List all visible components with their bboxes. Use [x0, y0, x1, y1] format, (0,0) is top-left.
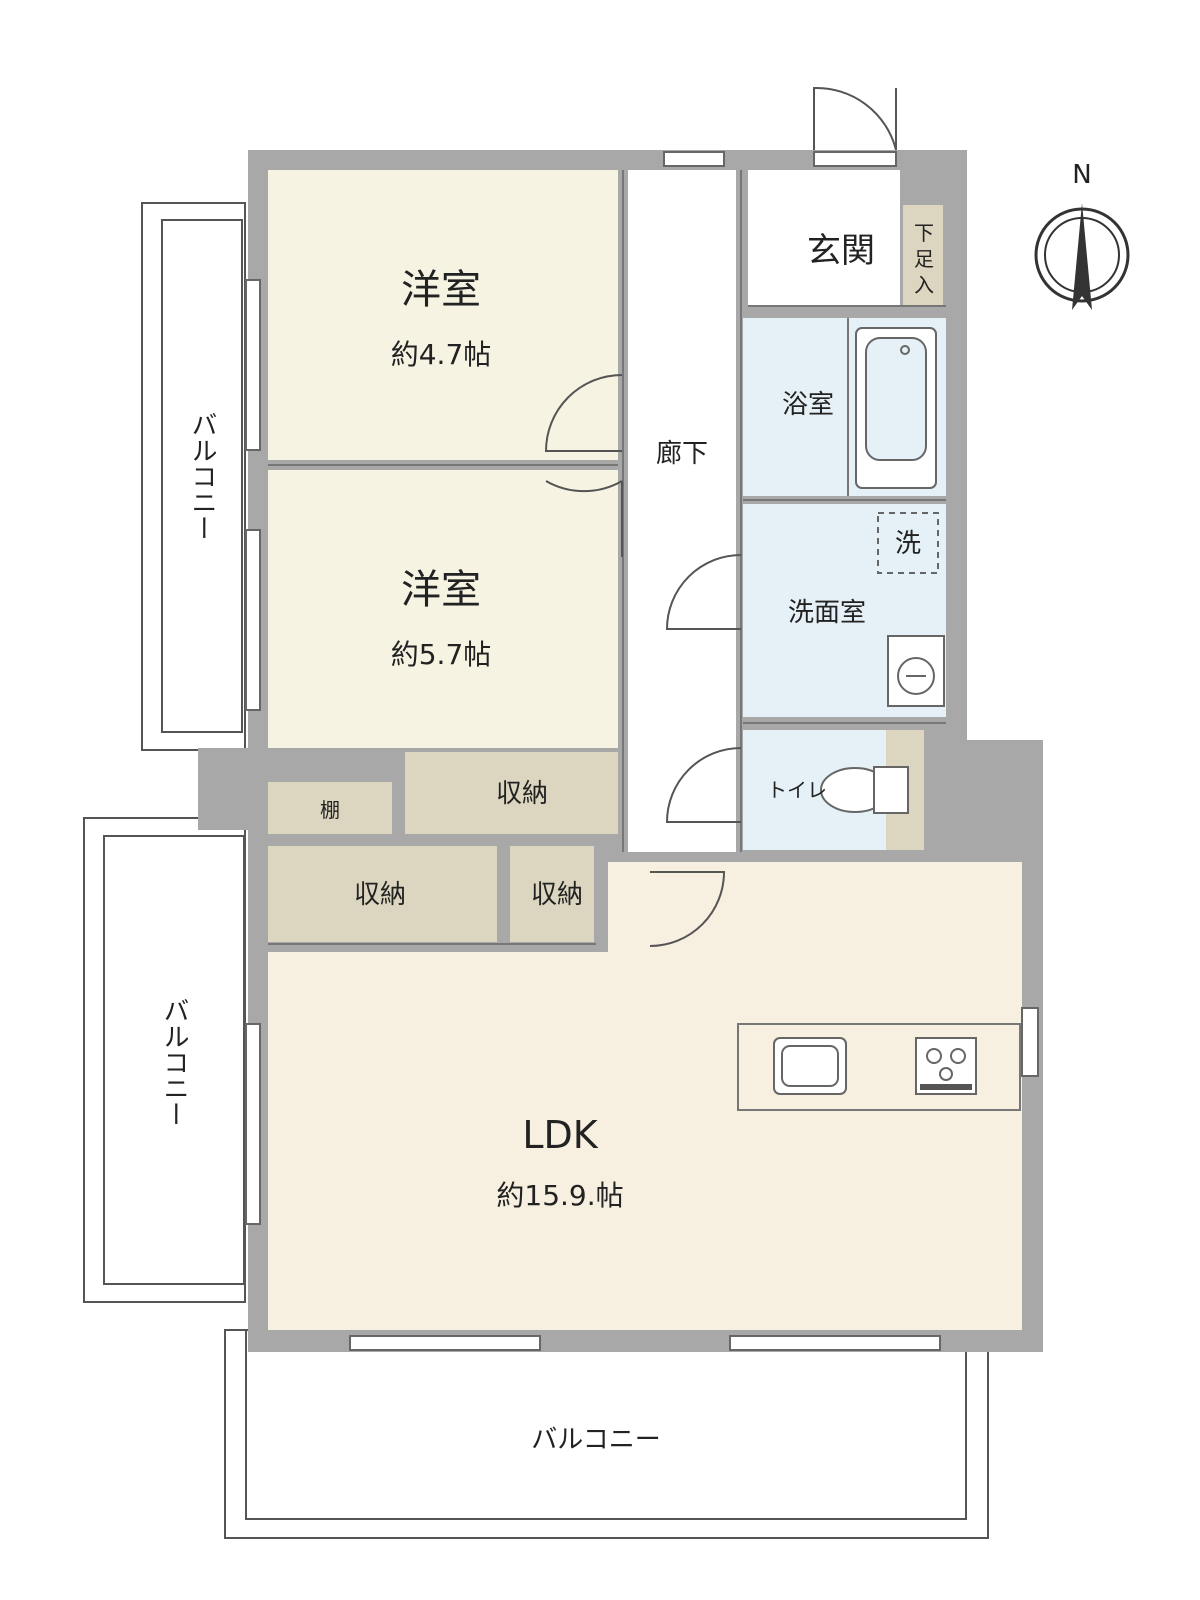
entrance-door: [813, 86, 897, 151]
storage-lower-right-fill: [510, 846, 594, 942]
balcony-upper: [141, 202, 246, 751]
toilet-label: トイレ: [767, 778, 827, 802]
ldk-fill: [268, 862, 1022, 1330]
kitchen-sink-icon: [773, 1037, 847, 1095]
storage-upper-fill: [405, 752, 618, 834]
western-room-2-area: 約5.7帖: [391, 638, 492, 671]
shoe-box-label-1: 下: [914, 221, 934, 245]
balcony-middle-inner: [103, 835, 245, 1285]
stove-icon: [915, 1037, 977, 1095]
western-room-1-fill: [268, 170, 618, 460]
western1-door: [544, 374, 623, 452]
storage-lower-left-fill: [268, 846, 497, 942]
wash-basin-icon: [887, 635, 945, 707]
washroom-door: [665, 554, 742, 630]
balcony-middle-label: バルコニー: [159, 997, 189, 1127]
shelf-label: 棚: [320, 798, 340, 822]
hallway-fill: [628, 170, 736, 852]
windows: [245, 151, 1039, 1351]
toilet-door: [665, 747, 742, 823]
toilet-bowl-icon: [820, 766, 909, 814]
balcony-bottom-label: バルコニー: [531, 1425, 660, 1455]
entrance-label: 玄関: [807, 231, 875, 271]
storage-upper-label: 収納: [496, 779, 548, 809]
ldk-name: LDK: [522, 1113, 598, 1157]
storage-lower-right-label: 収納: [531, 880, 583, 910]
room-labels: 洋室 約4.7帖 洋室 約5.7帖 玄関 下 足 入 廊下 浴室 洗 洗面室 ト…: [320, 221, 934, 1212]
western-room-1-area: 約4.7帖: [391, 338, 492, 371]
western-room-2-fill: [268, 470, 618, 748]
ldk-area: 約15.9.帖: [496, 1179, 623, 1212]
balcony-upper-inner: [161, 219, 243, 733]
bathtub-icon: [855, 327, 937, 489]
ldk-door: [649, 871, 726, 947]
shoe-box-label-2: 足: [914, 247, 934, 271]
bath-label: 浴室: [782, 390, 834, 420]
balcony-upper-label: バルコニー: [187, 411, 217, 541]
room-fills: [268, 170, 1022, 1330]
compass-north-label: N: [1072, 160, 1091, 190]
compass-icon: N: [1034, 160, 1130, 310]
door-swings: [544, 86, 897, 947]
hallway-label: 廊下: [656, 439, 708, 469]
entrance-fill: [748, 170, 900, 306]
washroom-label: 洗面室: [788, 598, 866, 628]
western2-door: [545, 480, 623, 493]
shoe-box-fill: [903, 205, 943, 305]
western-room-1-name: 洋室: [401, 267, 481, 313]
shelf-fill: [268, 782, 392, 834]
western-room-2-name: 洋室: [401, 567, 481, 613]
shoe-box-label-3: 入: [914, 273, 934, 297]
storage-lower-left-label: 収納: [354, 880, 406, 910]
washer-label: 洗: [895, 529, 921, 559]
interior-lines: [268, 170, 1021, 1111]
washer-space: [877, 512, 939, 574]
